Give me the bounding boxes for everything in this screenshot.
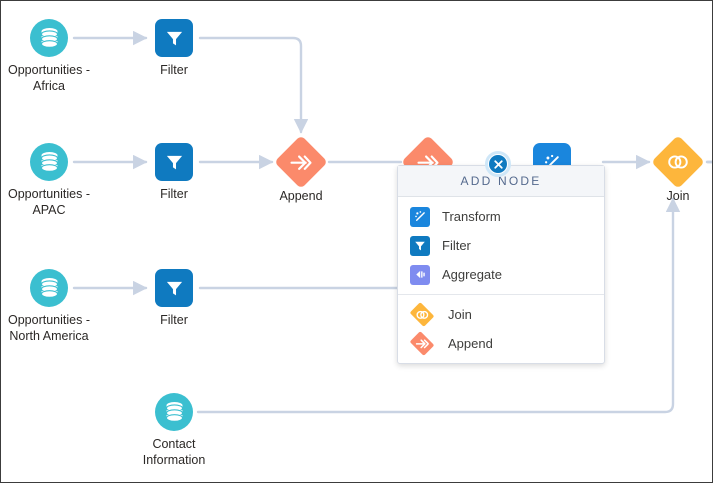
node-filter-africa[interactable]: Filter	[155, 19, 193, 77]
node-filter-apac[interactable]: Filter	[155, 143, 193, 201]
node-append[interactable]: Append	[274, 135, 328, 203]
add-node-item-append[interactable]: Append	[398, 329, 604, 358]
node-label: Contact Information	[142, 437, 206, 467]
aggregate-icon	[410, 264, 430, 285]
append-icon	[274, 135, 328, 189]
add-node-item-label: Join	[448, 307, 472, 322]
node-label: Opportunities - Africa	[8, 63, 90, 93]
add-node-item-aggregate[interactable]: Aggregate	[398, 260, 604, 289]
close-icon	[489, 155, 507, 173]
join-icon	[409, 302, 435, 327]
node-source-opportunities-apac[interactable]: Opportunities - APAC	[8, 143, 90, 217]
add-node-item-filter[interactable]: Filter	[398, 231, 604, 260]
database-icon	[30, 143, 68, 181]
filter-icon	[155, 269, 193, 307]
append-icon	[409, 331, 435, 356]
transform-icon	[410, 206, 430, 227]
database-icon	[30, 19, 68, 57]
node-source-opportunities-north-america[interactable]: Opportunities - North America	[8, 269, 90, 343]
filter-icon	[155, 143, 193, 181]
filter-icon	[410, 235, 430, 256]
filter-icon	[155, 19, 193, 57]
node-label: Opportunities - North America	[8, 313, 90, 343]
join-icon	[651, 135, 705, 189]
add-node-item-label: Filter	[442, 238, 471, 253]
node-label: Append	[279, 189, 323, 203]
add-node-item-label: Aggregate	[442, 267, 502, 282]
node-source-contact-information[interactable]: Contact Information	[143, 393, 205, 467]
close-popup-button[interactable]	[485, 151, 511, 177]
node-join[interactable]: Join	[651, 135, 705, 203]
node-filter-north-america[interactable]: Filter	[155, 269, 193, 327]
add-node-item-join[interactable]: Join	[398, 300, 604, 329]
database-icon	[30, 269, 68, 307]
add-node-menu-group-transform: Transform Filter Aggre	[398, 197, 604, 294]
node-label: Filter	[160, 187, 188, 201]
add-node-item-transform[interactable]: Transform	[398, 202, 604, 231]
add-node-item-label: Append	[448, 336, 493, 351]
add-node-item-label: Transform	[442, 209, 501, 224]
add-node-popup[interactable]: ADD NODE Transform	[397, 165, 605, 364]
node-label: Filter	[160, 63, 188, 77]
node-label: Filter	[160, 313, 188, 327]
database-icon	[155, 393, 193, 431]
add-node-popup-title: ADD NODE	[398, 166, 604, 197]
node-label: Join	[666, 189, 690, 203]
node-label: Opportunities - APAC	[8, 187, 90, 217]
add-node-menu-group-combine: Join Append	[398, 294, 604, 363]
node-source-opportunities-africa[interactable]: Opportunities - Africa	[8, 19, 90, 93]
